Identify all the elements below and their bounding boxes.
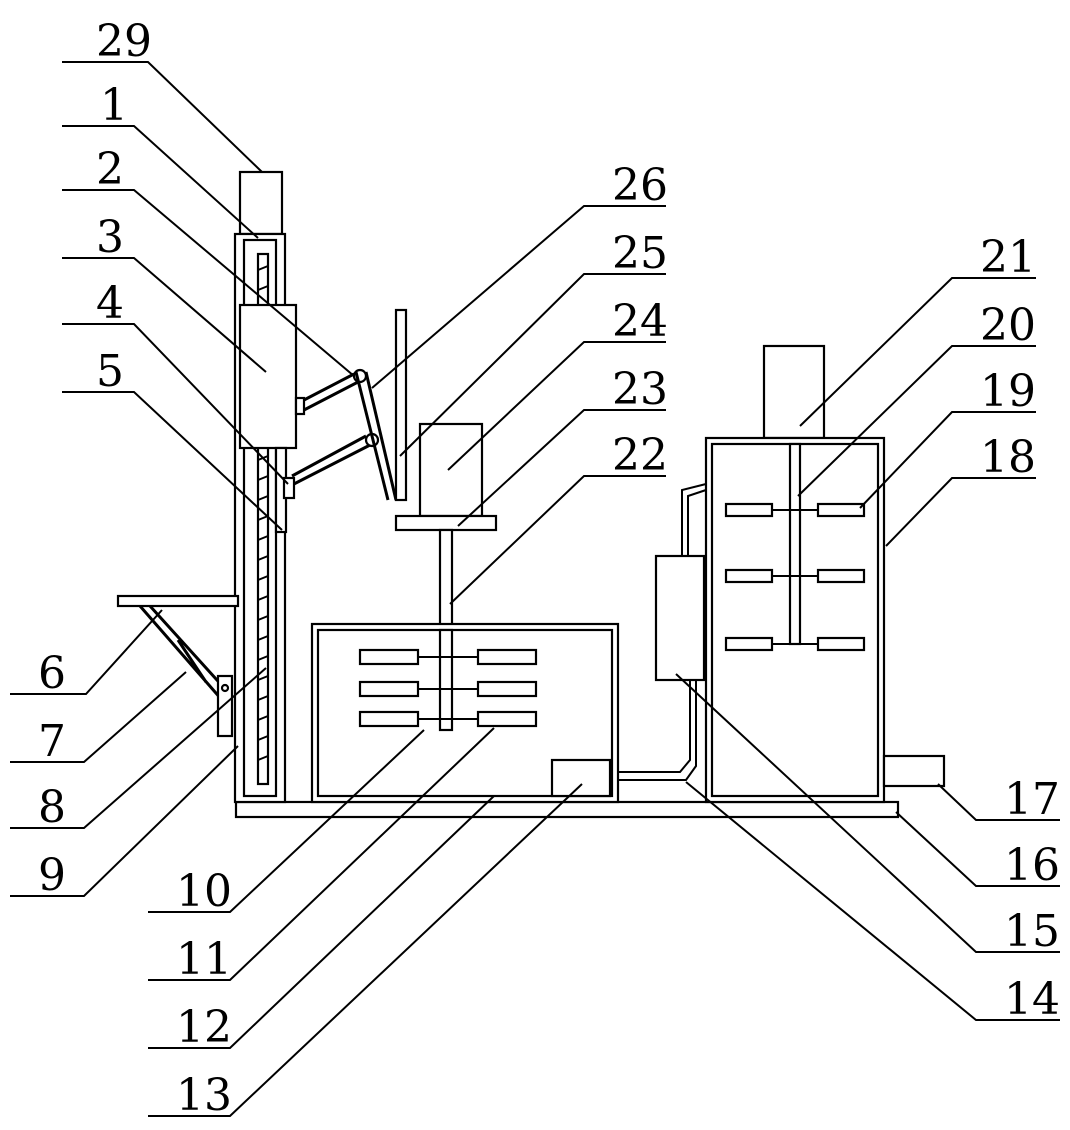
label-11: 11 bbox=[176, 934, 232, 985]
label-6: 6 bbox=[38, 648, 66, 699]
labels: 29 1 2 3 4 5 6 7 8 9 10 11 12 13 14 15 1… bbox=[38, 16, 1060, 1121]
right-motor bbox=[762, 344, 826, 440]
label-14: 14 bbox=[1004, 974, 1060, 1025]
filter-box bbox=[654, 554, 706, 682]
material-box bbox=[418, 422, 484, 518]
outlet-pipe bbox=[882, 754, 946, 788]
folding-seat bbox=[116, 594, 240, 738]
label-10: 10 bbox=[176, 866, 232, 917]
label-29: 29 bbox=[96, 16, 152, 67]
label-20: 20 bbox=[980, 300, 1036, 351]
pump-box bbox=[550, 758, 612, 798]
vertical-plate bbox=[394, 308, 408, 502]
label-4: 4 bbox=[96, 278, 124, 329]
label-2: 2 bbox=[96, 144, 124, 195]
label-9: 9 bbox=[38, 850, 66, 901]
label-26: 26 bbox=[612, 160, 668, 211]
label-17: 17 bbox=[1004, 774, 1060, 825]
label-25: 25 bbox=[612, 228, 668, 279]
label-22: 22 bbox=[612, 430, 668, 481]
right-blades bbox=[724, 502, 866, 652]
slider-block bbox=[238, 303, 298, 450]
support-table bbox=[394, 514, 498, 532]
label-23: 23 bbox=[612, 364, 668, 415]
label-1: 1 bbox=[100, 80, 128, 131]
top-motor bbox=[238, 170, 284, 236]
label-5: 5 bbox=[96, 346, 124, 397]
label-8: 8 bbox=[38, 782, 66, 833]
mixing-blades bbox=[358, 648, 538, 728]
right-shaft bbox=[788, 442, 802, 646]
support-shaft bbox=[438, 528, 454, 632]
label-21: 21 bbox=[980, 232, 1036, 283]
label-7: 7 bbox=[38, 716, 66, 767]
mixing-shaft bbox=[438, 628, 454, 732]
label-3: 3 bbox=[96, 212, 124, 263]
label-18: 18 bbox=[980, 432, 1036, 483]
label-19: 19 bbox=[980, 366, 1036, 417]
label-16: 16 bbox=[1004, 840, 1060, 891]
base-plate bbox=[234, 800, 900, 819]
linkage-arms bbox=[282, 368, 398, 501]
leader-lines bbox=[10, 61, 1060, 1117]
connecting-pipes bbox=[618, 483, 707, 781]
label-12: 12 bbox=[176, 1002, 232, 1053]
label-15: 15 bbox=[1004, 906, 1060, 957]
label-13: 13 bbox=[176, 1070, 232, 1121]
label-24: 24 bbox=[612, 296, 668, 347]
